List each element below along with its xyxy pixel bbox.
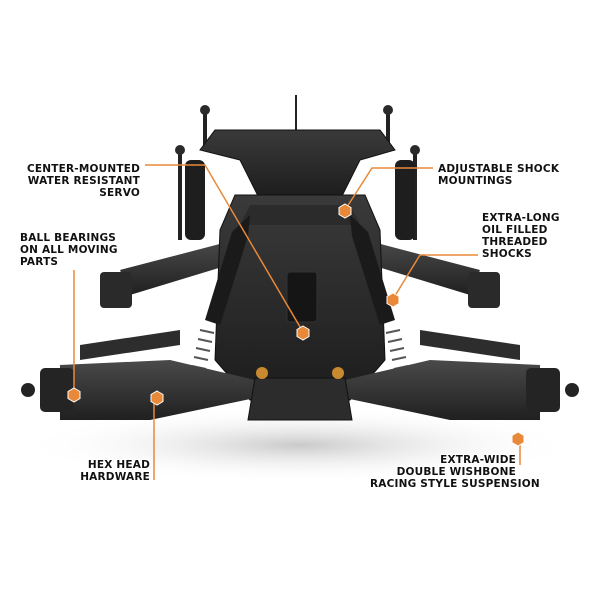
rear-left-arm <box>120 240 245 295</box>
callout-servo: CENTER-MOUNTED WATER RESISTANT SERVO <box>27 163 140 199</box>
front-shocks <box>191 215 409 370</box>
hex-marker-mounting <box>338 203 352 219</box>
callout-shocks: EXTRA-LONG OIL FILLED THREADED SHOCKS <box>482 212 560 260</box>
leader-lines <box>73 164 521 480</box>
ground-shadow <box>20 407 580 483</box>
rear-right-arm <box>355 240 480 295</box>
callout-suspension: EXTRA-WIDE DOUBLE WISHBONE RACING STYLE … <box>370 454 540 490</box>
callout-bearings: BALL BEARINGS ON ALL MOVING PARTS <box>20 232 118 268</box>
front-bumper <box>247 377 353 421</box>
front-right-wishbone <box>345 360 540 420</box>
hex-marker-hardware <box>150 390 164 406</box>
front-shock-tower <box>240 205 360 225</box>
callout-hardware: HEX HEAD HARDWARE <box>80 459 150 483</box>
hex-marker-suspension <box>511 431 525 447</box>
hex-marker-servo <box>296 325 310 341</box>
hex-markers <box>67 203 525 447</box>
hex-marker-shocks <box>386 292 400 308</box>
servo <box>286 271 318 323</box>
rear-shock-tower <box>199 129 396 201</box>
front-left-wishbone <box>60 360 255 420</box>
front-hubs <box>21 368 579 412</box>
rear-shocks <box>185 160 415 240</box>
hex-marker-bearings <box>67 387 81 403</box>
callout-mounting: ADJUSTABLE SHOCK MOUNTINGS <box>438 163 560 187</box>
